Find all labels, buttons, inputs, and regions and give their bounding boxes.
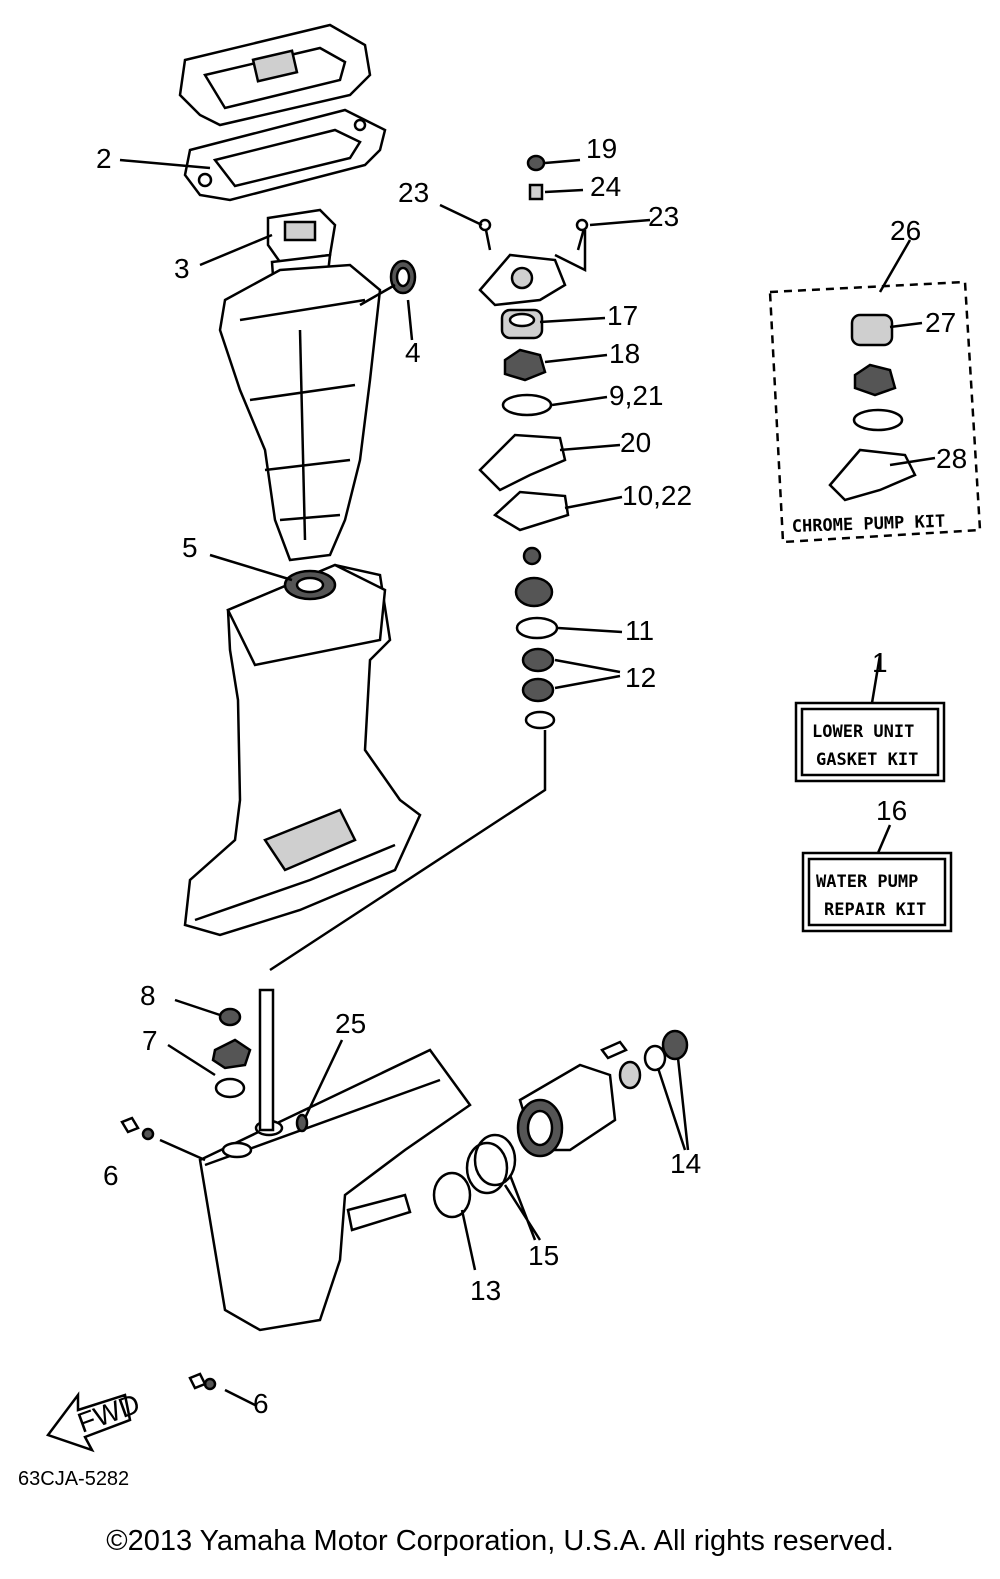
chrome-pump-kit-box — [768, 280, 982, 544]
callout-27: 27 — [925, 307, 956, 338]
callout-8: 8 — [140, 980, 156, 1011]
prop-shaft-housing — [432, 1029, 689, 1219]
upper-casing — [218, 263, 382, 562]
upper-gasket — [183, 108, 387, 202]
callout-14: 14 — [670, 1148, 701, 1179]
callout-12: 12 — [625, 662, 656, 693]
water-pump-kit-line2: REPAIR KIT — [824, 900, 926, 920]
callout-16: 16 — [876, 795, 907, 826]
gearcase — [198, 988, 472, 1332]
callout-4: 4 — [405, 337, 421, 368]
callout-9-21: 9,21 — [609, 380, 664, 411]
callout-17: 17 — [607, 300, 638, 331]
callout-18: 18 — [609, 338, 640, 369]
callout-25: 25 — [335, 1008, 366, 1039]
water-pump-repair-kit-box — [801, 851, 953, 933]
callout-23-right: 23 — [648, 201, 679, 232]
callout-3: 3 — [174, 253, 190, 284]
fwd-label: FWD — [73, 1388, 144, 1439]
lower-unit-gasket-kit-box — [794, 701, 946, 783]
left-small-parts — [120, 1007, 309, 1391]
callout-numbers: 2 3 4 5 8 7 6 6 25 19 24 23 23 17 18 9,2… — [96, 133, 967, 1419]
lower-unit-kit-line1: LOWER UNIT — [812, 722, 914, 742]
callout-23-left: 23 — [398, 177, 429, 208]
callout-13: 13 — [470, 1275, 501, 1306]
callout-15: 15 — [528, 1240, 559, 1271]
fwd-arrow: FWD — [45, 1388, 144, 1453]
callout-10-22: 10,22 — [622, 480, 692, 511]
top-cover-plate — [178, 23, 372, 127]
callout-5: 5 — [182, 532, 198, 563]
copyright-notice: ©2013 Yamaha Motor Corporation, U.S.A. A… — [106, 1525, 894, 1557]
callout-2: 2 — [96, 143, 112, 174]
callout-1: 1 — [872, 647, 888, 678]
callout-6-lower: 6 — [253, 1388, 269, 1419]
callout-26: 26 — [890, 215, 921, 246]
water-pump-kit-line1: WATER PUMP — [816, 872, 918, 892]
callout-11: 11 — [625, 615, 654, 646]
callout-28: 28 — [936, 443, 967, 474]
water-pump-stack — [269, 154, 589, 972]
callout-20: 20 — [620, 427, 651, 458]
diagram-code: 63CJA-5282 — [18, 1468, 129, 1490]
seal-part — [389, 259, 417, 295]
lower-unit-kit-line2: GASKET KIT — [816, 750, 918, 770]
chrome-pump-kit-label: CHROME PUMP KIT — [791, 512, 945, 537]
callout-24: 24 — [590, 171, 621, 202]
leader-lines — [119, 158, 936, 1407]
callout-7: 7 — [142, 1025, 158, 1056]
lower-casing — [183, 563, 422, 937]
callout-19: 19 — [586, 133, 617, 164]
callout-6-upper: 6 — [103, 1160, 119, 1191]
